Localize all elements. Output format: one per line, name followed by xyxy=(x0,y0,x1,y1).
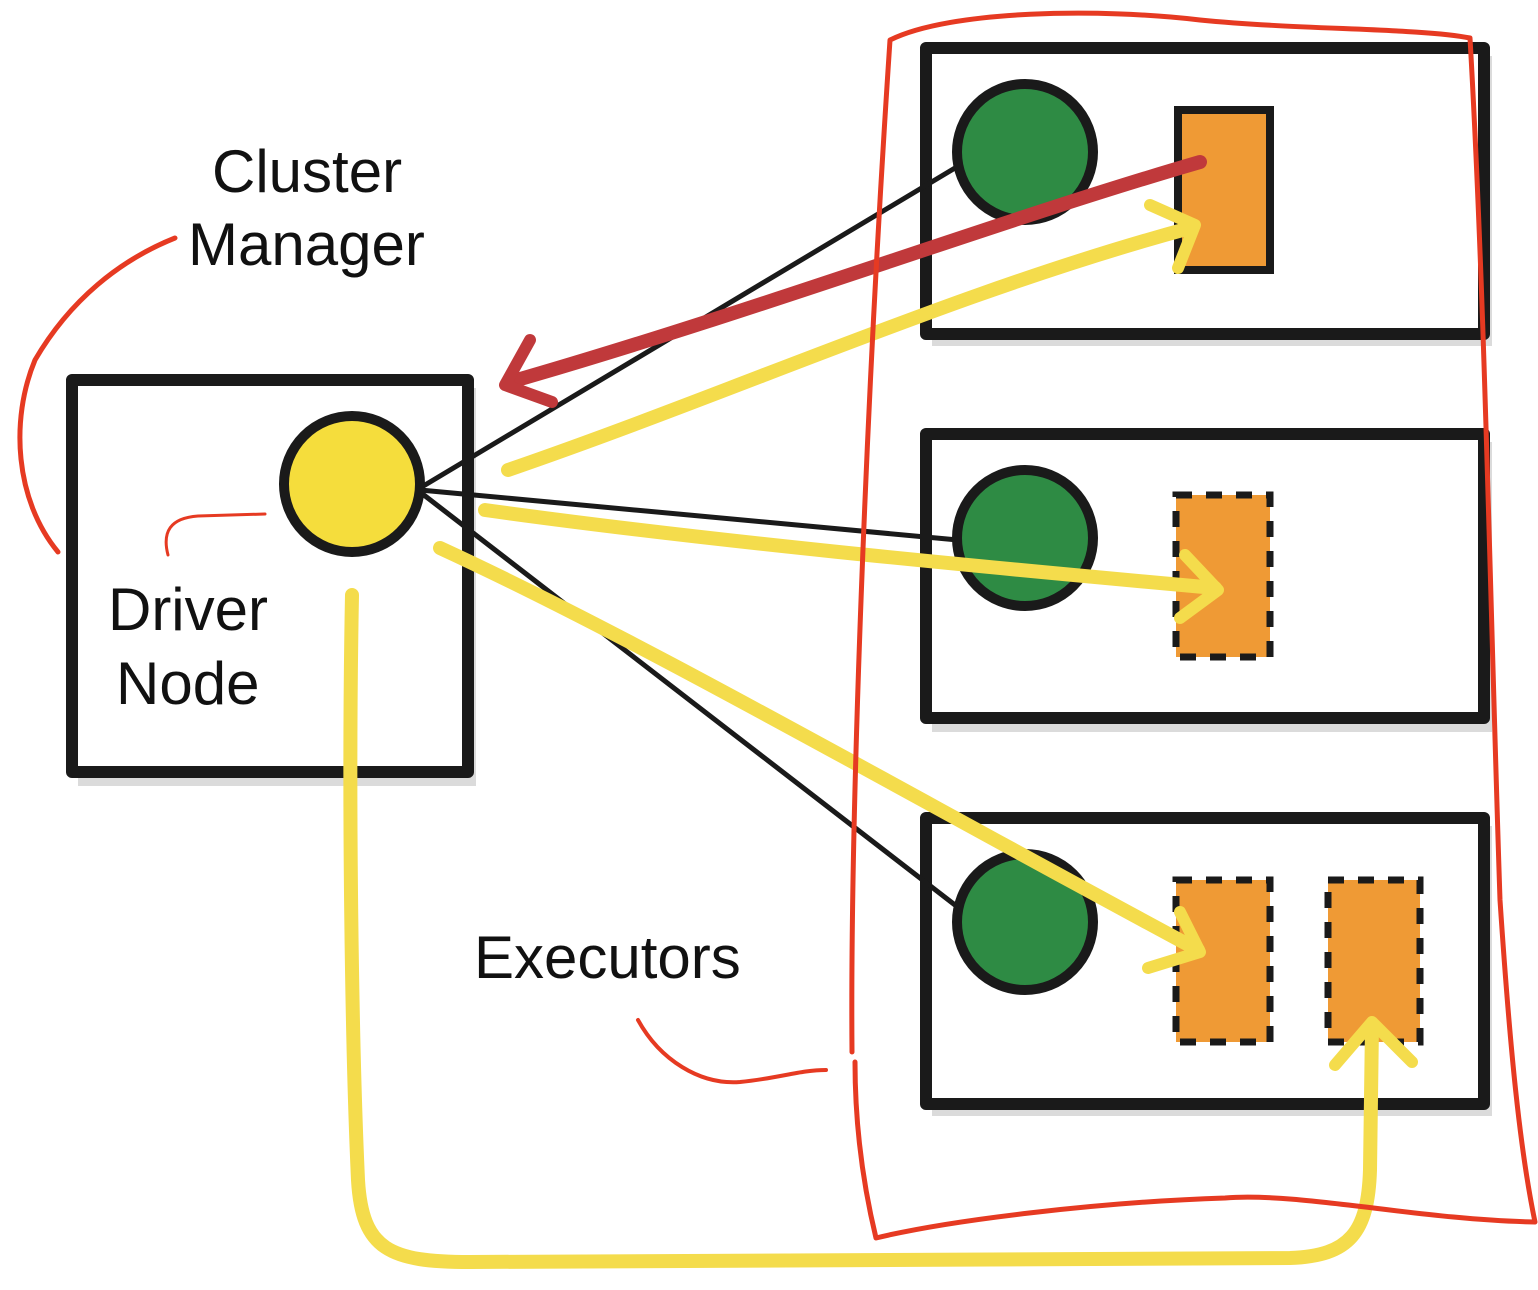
result-arrow-red xyxy=(499,155,1207,408)
connection-line-2 xyxy=(417,487,961,543)
task-arrow-yellow-3 xyxy=(433,541,1206,974)
cluster-manager-label-line2: Manager xyxy=(188,211,425,278)
task-block-3b xyxy=(1324,876,1424,1046)
task-arrow-yellow-4 xyxy=(343,588,1418,1269)
cluster-manager-label-line1: Cluster xyxy=(212,138,402,205)
executors-label: Executors xyxy=(474,924,741,991)
executors-annotation-curve xyxy=(636,1018,828,1085)
task-arrow-yellow-1 xyxy=(501,199,1201,477)
task-block-2 xyxy=(1172,491,1274,661)
connection-line-3 xyxy=(417,489,958,908)
cluster-manager-annotation-curve xyxy=(17,235,178,555)
driver-node-label-line1: Driver xyxy=(108,576,268,643)
driver-annotation-curve xyxy=(164,512,267,557)
executors-group-outline xyxy=(849,10,1538,1241)
driver-circle xyxy=(279,411,425,557)
driver-node-label-line2: Node xyxy=(116,650,259,717)
executor-circle-2 xyxy=(952,465,1098,611)
task-arrow-yellow-2 xyxy=(478,503,1224,624)
